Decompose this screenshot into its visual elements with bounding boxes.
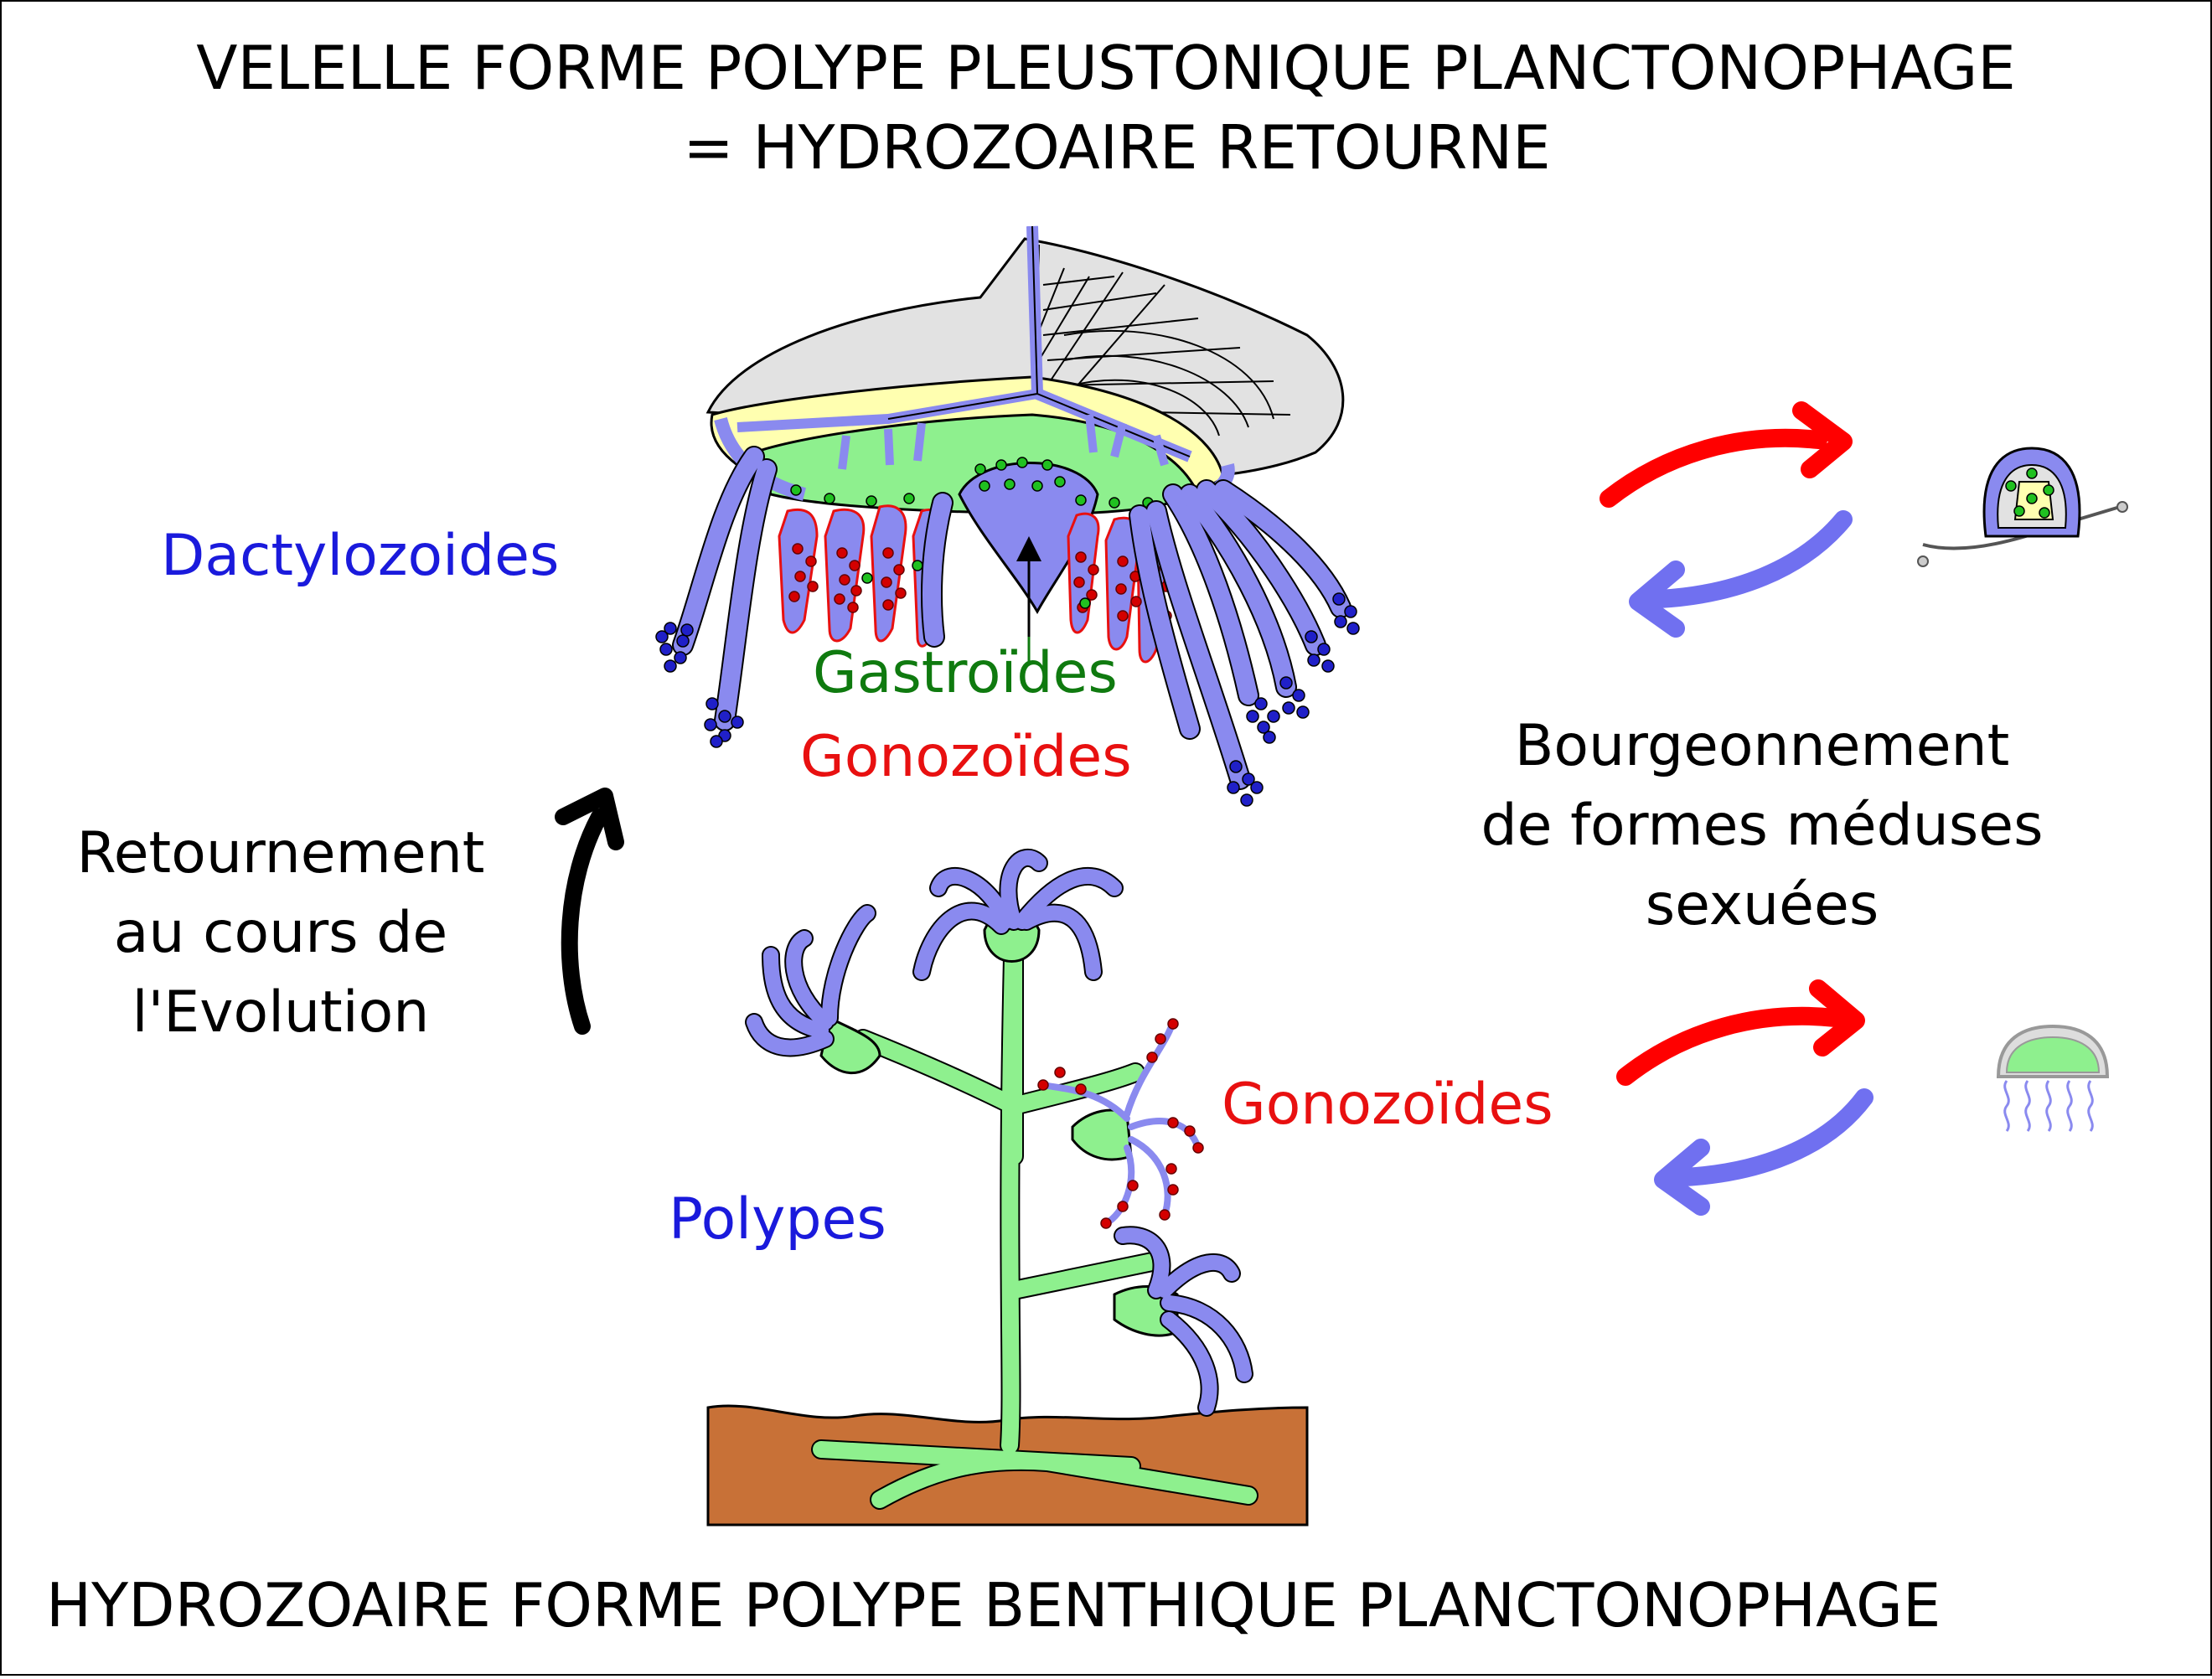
evolution-arrow <box>555 788 624 1035</box>
title-top-line2: = HYDROZOAIRE RETOURNE <box>683 112 1551 183</box>
label-retournement-line2: au cours de <box>113 900 448 966</box>
cycle-arrows-top <box>1600 401 1853 638</box>
label-dactylozoides: Dactylozoides <box>161 523 560 589</box>
cycle-arrows-bottom <box>1616 979 1873 1216</box>
label-polypes: Polypes <box>669 1186 886 1253</box>
label-retournement-line1: Retournement <box>76 820 485 886</box>
benthic-hydroid-colony <box>706 849 1309 1527</box>
label-gonozoides-bottom: Gonozoïdes <box>1222 1072 1553 1138</box>
label-gastroides: Gastroïdes <box>813 640 1118 706</box>
label-bourgeon-line1: Bourgeonnement <box>1514 713 2010 779</box>
title-bottom: HYDROZOAIRE FORME POLYPE BENTHIQUE PLANC… <box>46 1570 1941 1640</box>
velella-colony <box>655 225 1360 807</box>
free-medusa-icon <box>1996 1024 2110 1132</box>
label-bourgeon-line3: sexuées <box>1645 872 1879 938</box>
label-retournement-line3: l'Evolution <box>132 979 430 1046</box>
medusa-bud-icon <box>1917 447 2128 567</box>
label-gonozoides-top: Gonozoïdes <box>800 724 1132 790</box>
title-top-line1: VELELLE FORME POLYPE PLEUSTONIQUE PLANCT… <box>196 33 2016 103</box>
label-bourgeon-line2: de formes méduses <box>1481 793 2044 859</box>
